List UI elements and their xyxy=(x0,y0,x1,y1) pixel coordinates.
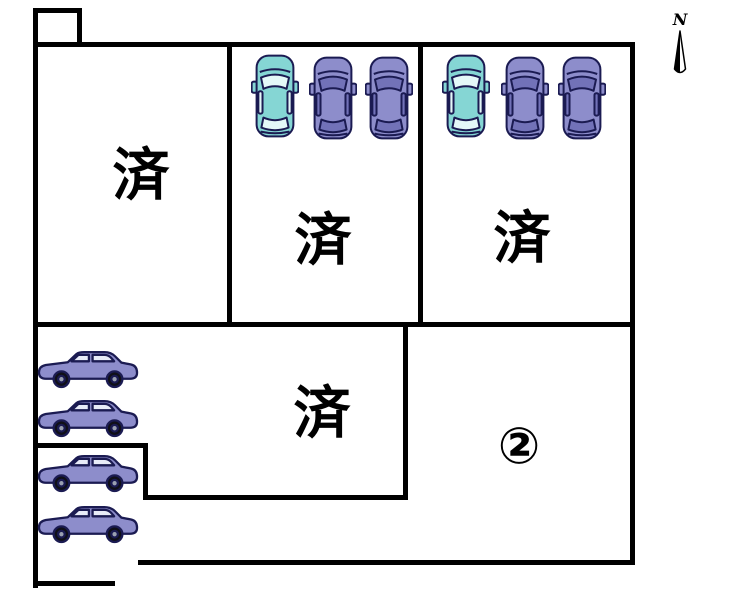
compass-needle-icon xyxy=(673,30,687,74)
car-sideview-purple-icon xyxy=(36,348,140,392)
middle-divider-line xyxy=(33,322,635,327)
plot2-plot3-divider-line xyxy=(418,42,423,327)
outer-left-line xyxy=(33,8,38,588)
compass: N xyxy=(660,12,700,86)
car-topview-purple-icon xyxy=(501,51,549,145)
plot4-bottom-line xyxy=(143,495,408,500)
plot3-sold-label: 済 xyxy=(493,206,551,271)
tab-right-line xyxy=(77,8,82,47)
plot4-step-vertical-line xyxy=(143,443,148,500)
outer-right-line xyxy=(630,42,635,565)
car-topview-purple-icon xyxy=(309,51,357,145)
plot2-sold-label: 済 xyxy=(294,208,352,273)
carpark-step-line xyxy=(33,443,148,448)
plot1-sold-label: 済 xyxy=(112,143,170,208)
outer-top-line xyxy=(33,42,635,47)
plot4-sold-label: 済 xyxy=(293,381,351,446)
plot5-number-label: ② xyxy=(497,418,541,474)
plot4-right-line xyxy=(403,322,408,500)
car-sideview-purple-icon xyxy=(36,397,140,441)
outer-bottom-line xyxy=(138,560,635,565)
car-topview-teal-icon xyxy=(251,49,299,143)
car-sideview-purple-icon xyxy=(36,503,140,547)
car-topview-purple-icon xyxy=(365,51,413,145)
car-topview-teal-icon xyxy=(442,49,490,143)
compass-north-label: N xyxy=(672,10,688,29)
car-sideview-purple-icon xyxy=(36,452,140,496)
bottom-left-stub-line xyxy=(33,581,115,586)
plot1-plot2-divider-line xyxy=(227,42,232,327)
car-topview-purple-icon xyxy=(558,51,606,145)
tab-top-line xyxy=(33,8,82,13)
